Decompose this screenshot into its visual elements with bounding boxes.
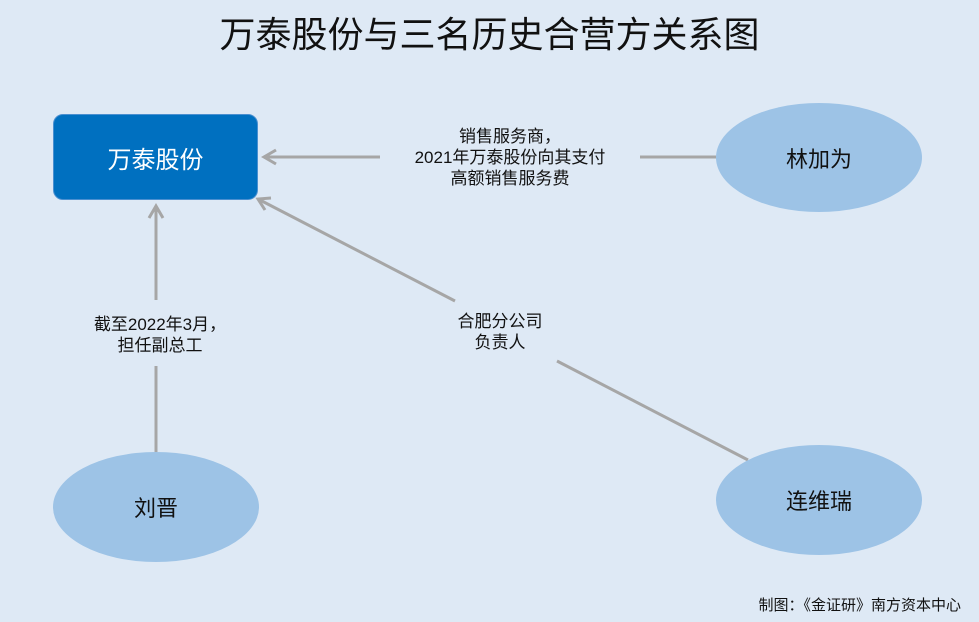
label-line: 合肥分公司 bbox=[457, 312, 543, 331]
node-lian: 连维瑞 bbox=[716, 445, 922, 555]
edge-label-lian: 合肥分公司 负责人 bbox=[420, 311, 580, 353]
arrowhead bbox=[255, 196, 272, 211]
node-wantai: 万泰股份 bbox=[53, 114, 258, 200]
node-liu: 刘晋 bbox=[53, 452, 259, 562]
edge-label-lin: 销售服务商， 2021年万泰股份向其支付 高额销售服务费 bbox=[380, 126, 640, 189]
label-line: 担任副总工 bbox=[117, 336, 203, 355]
arrowhead bbox=[261, 148, 277, 166]
node-lin: 林加为 bbox=[716, 103, 922, 212]
edge-lian-line bbox=[556, 359, 749, 462]
credit: 制图：《金证研》南方资本中心 bbox=[758, 597, 961, 614]
label-line: 负责人 bbox=[474, 333, 526, 352]
arrowhead bbox=[147, 203, 165, 219]
label-line: 高额销售服务费 bbox=[450, 169, 570, 188]
label-line: 销售服务商， bbox=[459, 127, 561, 146]
diagram-title: 万泰股份与三名历史合营方关系图 bbox=[219, 14, 760, 55]
edge-lian-line bbox=[257, 197, 456, 303]
label-line: 2021年万泰股份向其支付 bbox=[414, 148, 606, 167]
edge-label-liu: 截至2022年3月， 担任副总工 bbox=[60, 314, 260, 356]
label-line: 截至2022年3月， bbox=[93, 315, 227, 334]
